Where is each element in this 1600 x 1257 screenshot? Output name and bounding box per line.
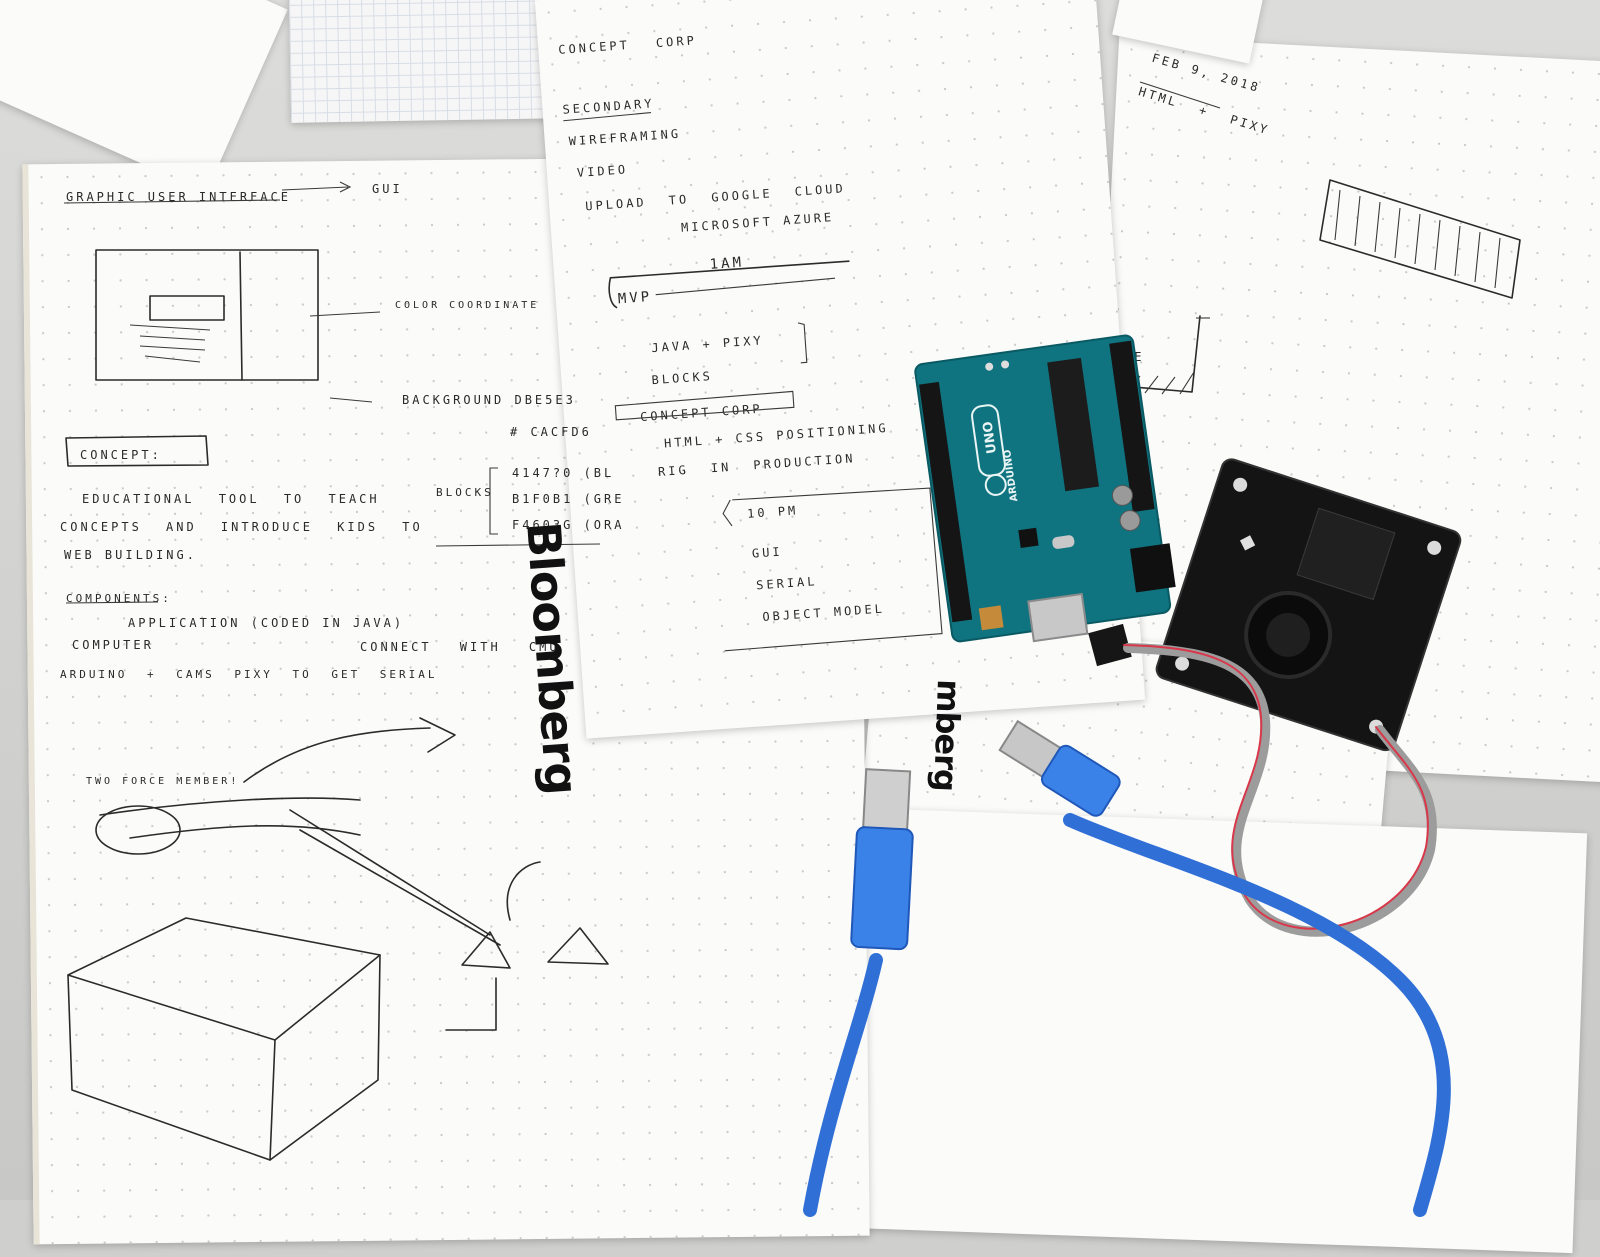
notebook-sketches: [63, 181, 609, 1161]
hex-value-3: F4603G (ORA: [512, 518, 625, 532]
concept-line-1: EDUCATIONAL TOOL TO TEACH: [82, 492, 380, 506]
gui-target: GUI: [372, 182, 403, 196]
hex-value-2: B1F0B1 (GRE: [512, 492, 625, 506]
concept-line-3: WEB BUILDING.: [64, 548, 197, 562]
component-line-4: ARDUINO + CAMS PIXY TO GET SERIAL: [60, 668, 438, 681]
component-line-1: APPLICATION (CODED IN JAVA): [128, 616, 405, 630]
component-line-3: CONNECT WITH CMU: [360, 640, 560, 654]
background-note: BACKGROUND DBE5E3: [402, 393, 576, 407]
component-line-2: COMPUTER: [72, 638, 154, 652]
sketch-note: TWO FORCE MEMBER!: [86, 776, 240, 787]
concept-title: CONCEPT:: [80, 448, 162, 462]
usb-cable: [803, 719, 1451, 1217]
hex-value-1: 4147?0 (BL: [512, 466, 615, 480]
arduino-uno-board: [914, 334, 1176, 643]
middle-sheet-sketches: [563, 81, 1521, 652]
concept-line-2: CONCEPTS AND INTRODUCE KIDS TO: [60, 520, 423, 534]
color2-note: # CACFD6: [510, 425, 592, 439]
pixy-camera-module: [1088, 458, 1462, 937]
blocks-label: BLOCKS: [436, 486, 494, 499]
color-note: COLOR COORDINATE: [395, 300, 540, 311]
